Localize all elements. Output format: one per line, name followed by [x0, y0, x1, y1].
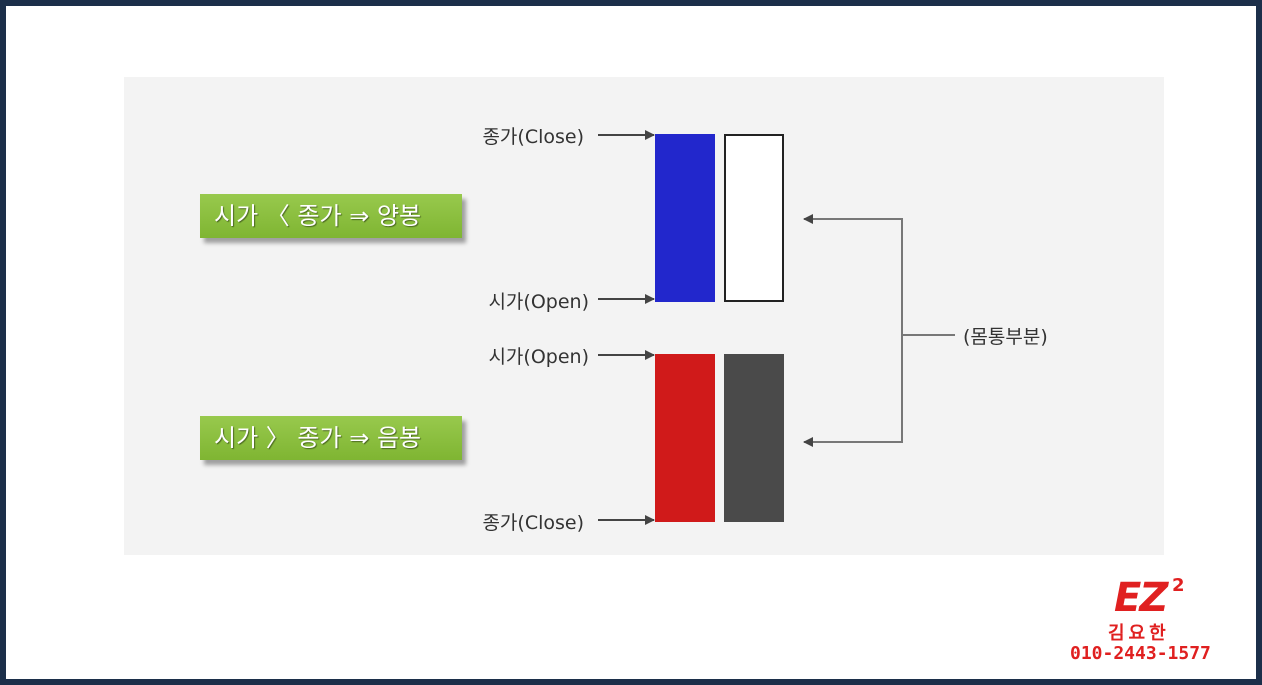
logo-main-text: EZ: [1114, 575, 1168, 621]
candle-yang-filled: [655, 134, 715, 302]
bracket-line: [808, 218, 903, 443]
body-part-label: (몸통부분): [963, 326, 1048, 348]
candle-eum-dark: [724, 354, 784, 522]
close-price-label-bottom: 종가(Close): [482, 512, 584, 534]
close-price-label-top: 종가(Close): [482, 126, 584, 148]
open-price-label-bottom: 시가(Open): [488, 346, 589, 368]
eum-bong-label: 시가 〉 종가 ⇒ 음봉: [200, 416, 462, 460]
logo-superscript: 2: [1172, 575, 1185, 596]
ez2-logo: EZ 2 김요한 010-2443-1577: [1062, 575, 1232, 675]
open-price-label-top: 시가(Open): [488, 291, 589, 313]
candle-yang-hollow: [724, 134, 784, 302]
candle-eum-filled: [655, 354, 715, 522]
yang-bong-label: 시가 〈 종가 ⇒ 양봉: [200, 194, 462, 238]
logo-phone: 010-2443-1577: [1070, 643, 1211, 664]
diagram-panel: [124, 77, 1164, 555]
logo-name: 김요한: [1108, 623, 1170, 644]
